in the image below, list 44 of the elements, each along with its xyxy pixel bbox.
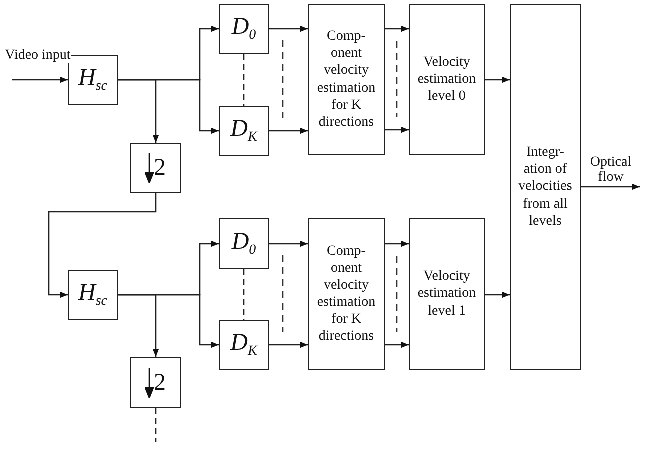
process-box <box>219 320 269 370</box>
edge-label: Video input <box>5 48 71 64</box>
box-label: Comp- onent velocity estimation for K directions <box>316 28 377 131</box>
filter-symbol: D$_{K}$ <box>229 117 259 145</box>
process-box <box>219 106 269 156</box>
process-box <box>308 218 385 370</box>
arrow <box>581 184 640 190</box>
arrow <box>118 79 219 134</box>
filter-symbol: H$_{sc}$ <box>77 66 108 94</box>
filter-symbol: D$_{0}$ <box>230 15 258 43</box>
process-box <box>219 218 269 269</box>
arrow <box>118 294 219 348</box>
dashed-connector <box>155 408 157 442</box>
process-box <box>219 4 269 54</box>
process-box <box>68 270 118 320</box>
dashed-connector <box>243 54 245 106</box>
box-label: Integr- ation of velocities from all levels <box>518 144 574 230</box>
arrow <box>12 76 68 84</box>
process-box <box>409 218 485 370</box>
filter-symbol: D$_{K}$ <box>229 331 259 359</box>
factor-label: 2 <box>154 156 166 180</box>
downsampler-box <box>130 143 181 193</box>
dashed-connector <box>243 269 245 320</box>
arrow <box>48 193 157 298</box>
arrow <box>485 292 510 298</box>
box-label: Velocity estimation level 1 <box>416 268 478 320</box>
arrow <box>385 126 409 134</box>
factor-label: 2 <box>154 370 166 394</box>
arrow <box>385 342 409 348</box>
process-box <box>510 4 581 370</box>
arrow <box>485 76 510 84</box>
filter-symbol: H$_{sc}$ <box>77 281 108 309</box>
arrow <box>385 240 409 248</box>
arrow <box>385 26 409 32</box>
process-box <box>308 4 385 155</box>
arrow <box>269 342 308 348</box>
box-label: Comp- onent velocity estimation for K directions <box>316 242 377 346</box>
arrow <box>269 240 308 248</box>
downsampler-box <box>130 357 181 408</box>
arrow <box>269 128 308 134</box>
process-box <box>409 4 485 155</box>
box-label: Velocity estimation level 0 <box>416 54 478 106</box>
arrow <box>269 26 308 32</box>
filter-symbol: D$_{0}$ <box>230 230 258 258</box>
